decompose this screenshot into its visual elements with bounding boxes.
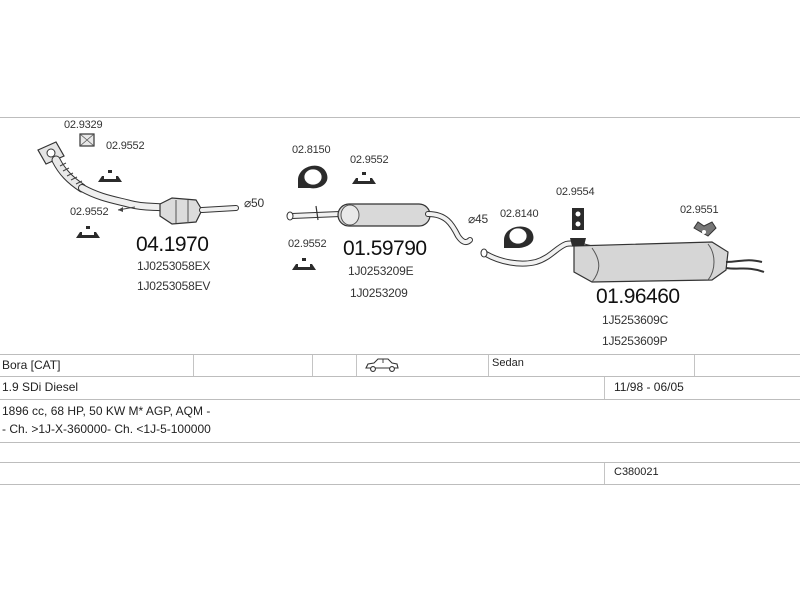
ring-mid-badge: 54: [308, 170, 317, 179]
chassis-range-cell: - Ch. >1J-X-360000- Ch. <1J-5-100000: [2, 422, 211, 436]
part-label-hanger-mid-low: 02.9552: [288, 238, 327, 250]
hanger-icon-left-lower: [76, 226, 100, 238]
rear-muffler-drawing: [480, 240, 765, 283]
ring-rear-badge: 48: [513, 229, 522, 238]
part-label-clamp-rear: 02.9551: [680, 204, 719, 216]
sedan-car-icon: [365, 358, 399, 372]
rubber-ring-icon-mid: [298, 165, 328, 189]
hanger-icon-mid-low: [292, 258, 316, 270]
part-label-hanger-left-lower: 02.9552: [70, 206, 109, 218]
rubber-ring-icon-rear: [504, 226, 534, 248]
front-pipe-drawing: [37, 141, 239, 225]
middle-muffler-ref-1: 1J0253209E: [348, 264, 414, 278]
part-label-hanger-mid-top: 02.9552: [350, 154, 389, 166]
rear-muffler-body: [573, 241, 729, 283]
rear-muffler-ref-1: 1J5253609C: [602, 313, 669, 327]
catalog-code-cell: C380021: [614, 466, 659, 478]
body-type-cell: Sedan: [492, 357, 524, 369]
part-label-bracket-rear: 02.9554: [556, 186, 595, 198]
part-label-ring-rear: 02.8140: [500, 208, 539, 220]
part-label-ring-mid: 02.8150: [292, 144, 331, 156]
clamp-icon-top: [79, 133, 95, 147]
clamp-icon-rear: [693, 221, 717, 237]
front-pipe-ref-1: 1J0253058EX: [137, 259, 211, 273]
engine-spec-cell: 1896 cc, 68 HP, 50 KW M* AGP, AQM -: [2, 404, 211, 418]
diagram-top-border: [0, 117, 800, 118]
rear-muffler-part-number: 01.96460: [596, 285, 680, 308]
rear-muffler-ref-2: 1J5253609P: [602, 334, 668, 348]
middle-muffler-drawing: [286, 203, 473, 246]
middle-muffler-ref-2: 1J0253209: [350, 286, 408, 300]
diameter-45-label: ⌀45: [468, 212, 488, 226]
middle-muffler-part-number: 01.59790: [343, 237, 427, 260]
part-label-hanger-top-left: 02.9552: [106, 140, 145, 152]
engine-cell: 1.9 SDi Diesel: [2, 380, 79, 394]
bracket-icon-rear: [570, 208, 586, 246]
diameter-50-label: ⌀50: [244, 196, 264, 210]
hanger-icon-mid-top: [352, 172, 376, 184]
hanger-icon-top-left: [98, 170, 122, 182]
front-pipe-part-number: 04.1970: [136, 233, 209, 256]
part-label-clamp-top: 02.9329: [64, 119, 103, 131]
production-years-cell: 11/98 - 06/05: [614, 380, 684, 394]
front-pipe-ref-2: 1J0253058EV: [137, 279, 211, 293]
model-cell: Bora [CAT]: [2, 358, 61, 372]
catalytic-converter: [159, 197, 203, 225]
front-pipe-flange-hole: [46, 148, 56, 158]
